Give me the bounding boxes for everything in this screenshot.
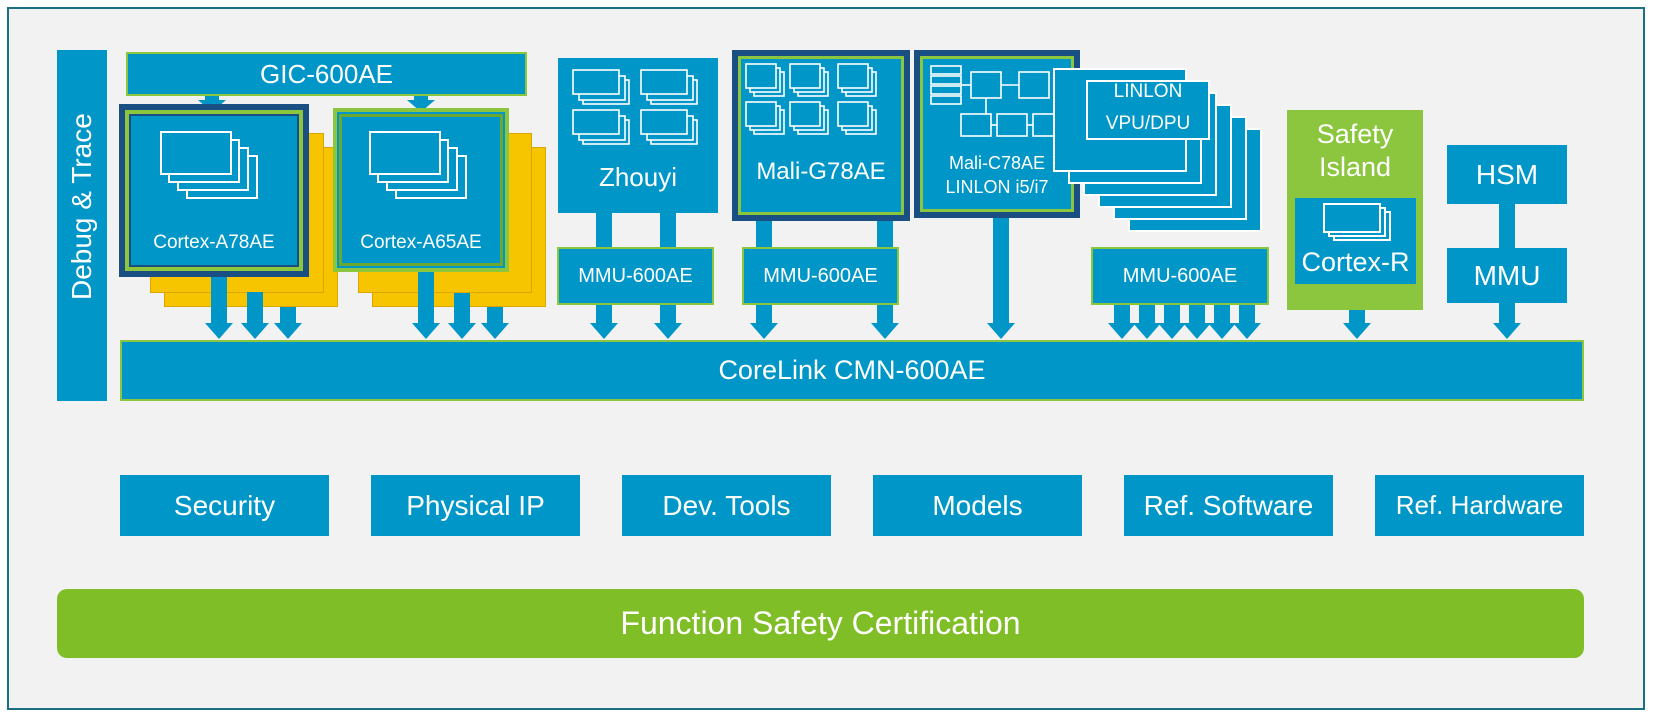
ref-software-block: Ref. Software (1124, 475, 1333, 536)
mmu-600ae-linlon: MMU-600AE (1091, 247, 1269, 305)
dev-tools-block: Dev. Tools (622, 475, 831, 536)
mali-g78-connector (756, 221, 772, 247)
mmu-600ae-mali: MMU-600AE (742, 247, 899, 305)
mali-g78-connector (877, 221, 893, 247)
gic-600ae-block: GIC-600AE (126, 52, 527, 96)
security-block: Security (120, 475, 329, 536)
cortex-a78ae-label: Cortex-A78AE (153, 232, 275, 253)
mali-c78ae-label-1: Mali-C78AE (948, 153, 1046, 173)
cpu-stack-icon (160, 131, 258, 199)
cortex-a78ae-frame (125, 110, 303, 271)
isp-pipeline-icon (930, 65, 1064, 137)
mali-c78ae-label-2: LINLON i5/i7 (945, 177, 1049, 197)
linlon-vpu-dpu-block (1086, 80, 1210, 140)
npu-cores-icon (572, 69, 698, 145)
gpu-cores-icon (745, 63, 877, 135)
mmu-600ae-zhouyi: MMU-600AE (557, 247, 714, 305)
linlon-label-1: LINLON (1113, 81, 1183, 102)
cpu-stack-icon (1323, 203, 1391, 241)
models-block: Models (873, 475, 1082, 536)
ref-hardware-block: Ref. Hardware (1375, 475, 1584, 536)
cortex-a65ae-label: Cortex-A65AE (360, 232, 482, 253)
cortex-r-label: Cortex-R (1301, 247, 1410, 277)
zhouyi-connector (596, 213, 612, 247)
hsm-connector (1499, 204, 1515, 248)
linlon-label-2: VPU/DPU (1105, 113, 1191, 134)
cpu-stack-icon (369, 131, 467, 199)
corelink-cmn-600ae-bus: CoreLink CMN-600AE (120, 340, 1584, 401)
hsm-block: HSM (1447, 145, 1567, 204)
debug-trace-bar (57, 50, 107, 401)
debug-trace-label: Debug & Trace (66, 113, 97, 300)
safety-island-label-2: Island (1318, 152, 1392, 182)
physical-ip-block: Physical IP (371, 475, 580, 536)
function-safety-certification-bar: Function Safety Certification (57, 589, 1584, 658)
zhouyi-label: Zhouyi (598, 162, 678, 192)
mmu-block: MMU (1447, 248, 1567, 303)
zhouyi-connector (660, 213, 676, 247)
cortex-a65ae-frame (339, 114, 503, 266)
safety-island-label-1: Safety (1316, 119, 1394, 149)
mali-g78ae-label: Mali-G78AE (756, 158, 886, 185)
